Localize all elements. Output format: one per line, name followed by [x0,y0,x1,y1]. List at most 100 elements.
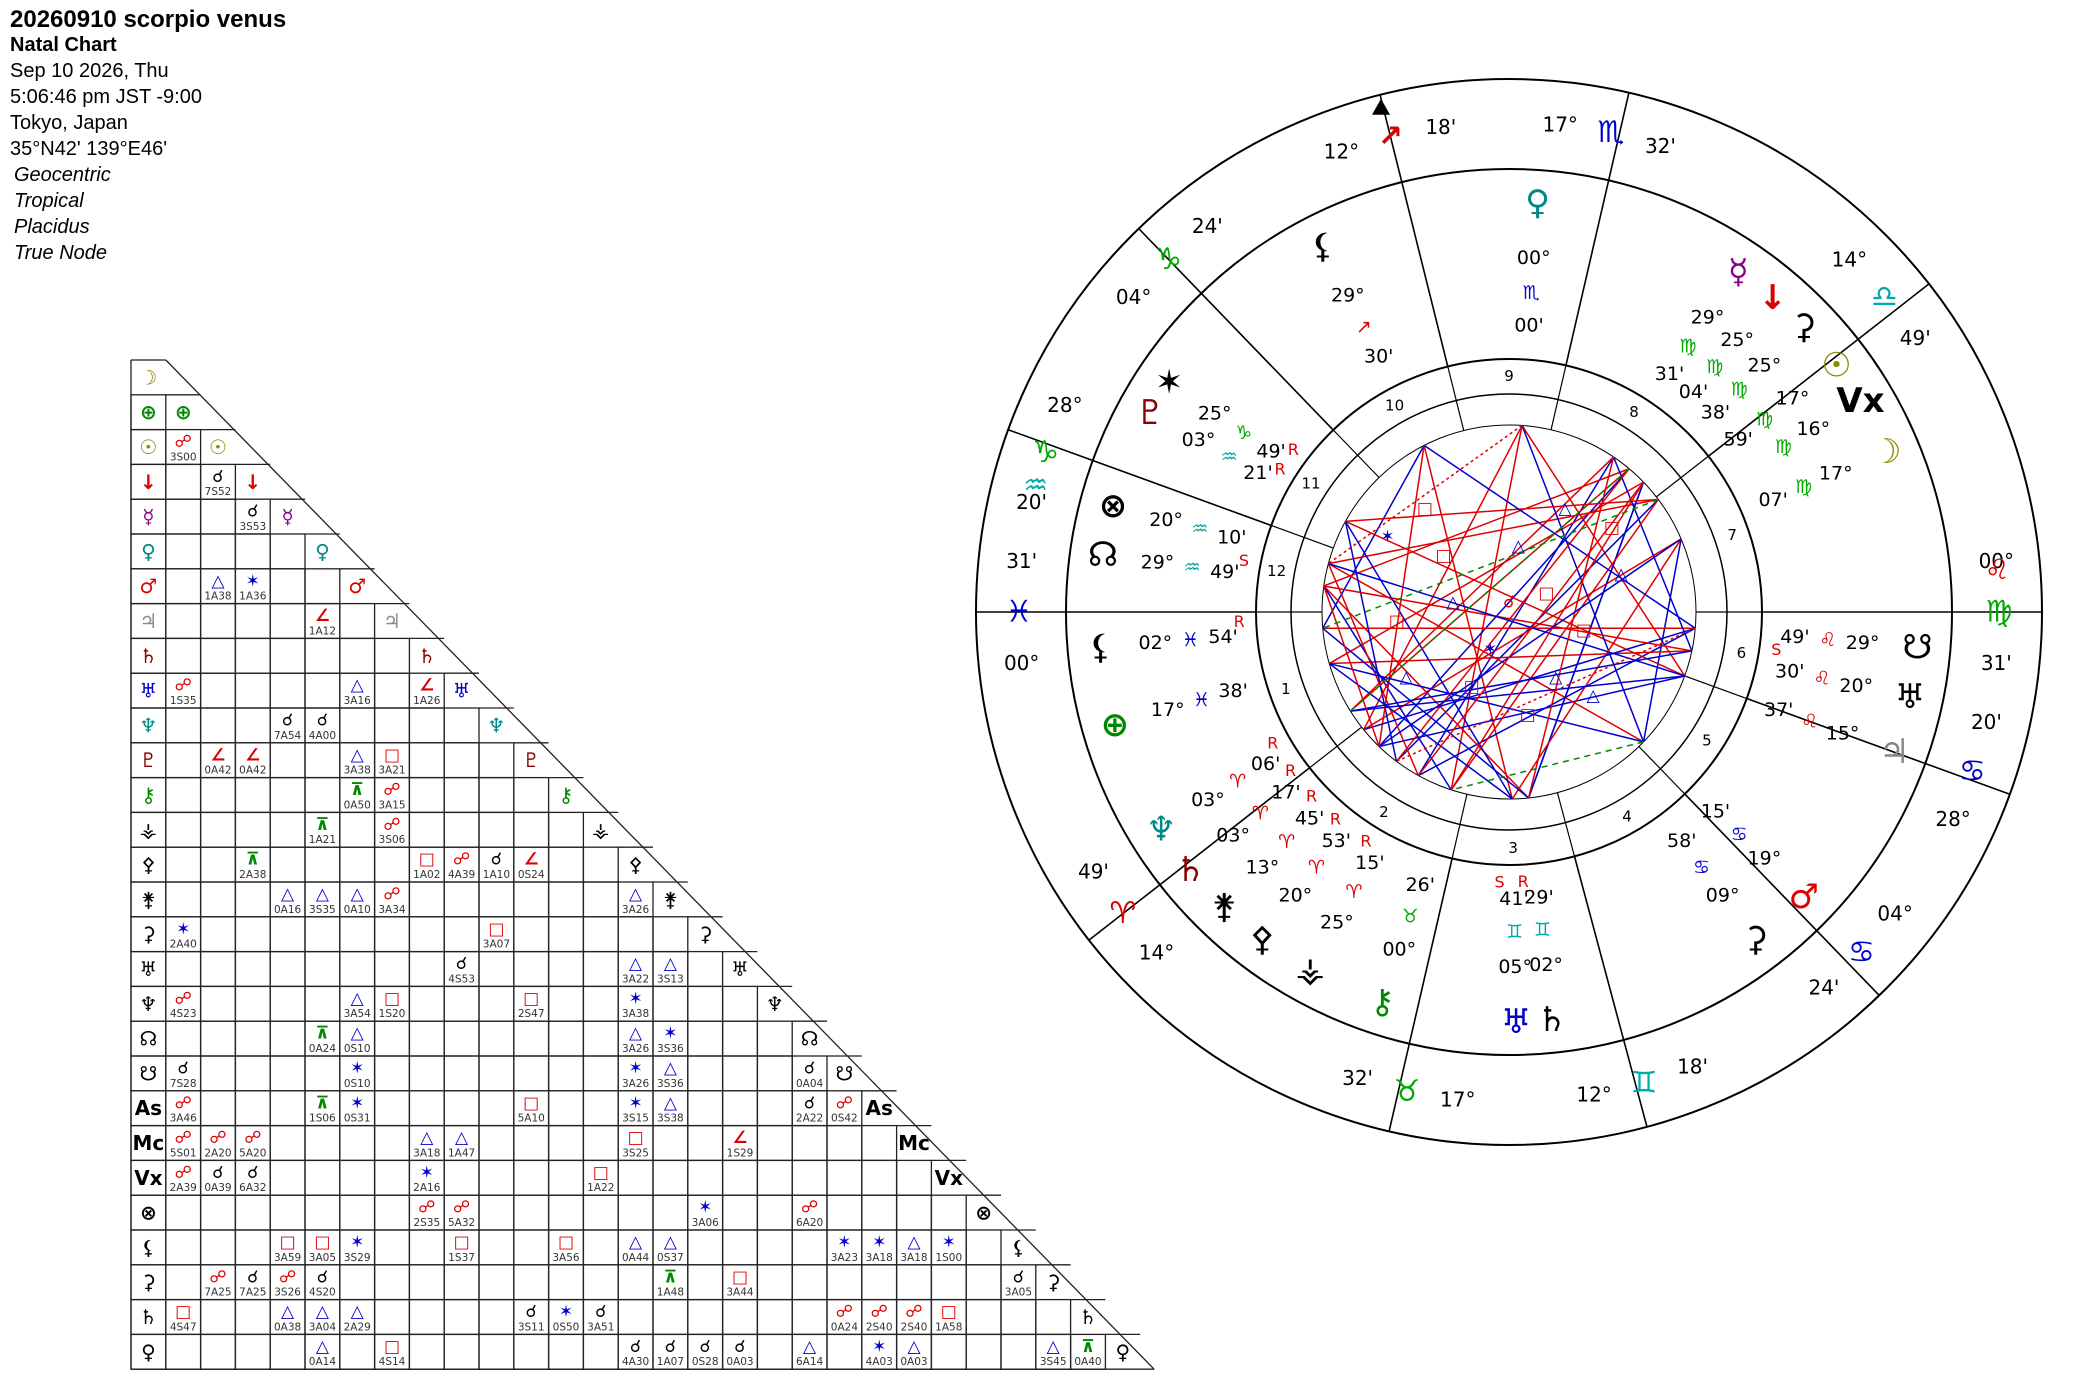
cusp-sign: ♋ [1848,935,1875,970]
house-cusp-inner [1451,794,1468,859]
grid-aspect-symbol: △ [907,1337,921,1357]
birth-date: Sep 10 2026, Thu [10,60,169,82]
grid-diagonal-glyph: ☋ [836,1061,854,1085]
planet-sign: ♍ [1756,408,1773,430]
grid-aspect-orb: 4S20 [309,1287,336,1299]
house-cusp-line [1088,767,1311,941]
grid-diagonal-glyph: As [866,1096,893,1120]
aspect-line [1322,498,1659,629]
planet-minute: 04' [1679,381,1708,403]
grid-aspect-symbol: △ [629,885,643,905]
planet-minute: 38' [1701,402,1730,424]
grid-diagonal-glyph: ⚳ [1046,1270,1061,1294]
grid-aspect-orb: 2S40 [866,1321,893,1333]
planet-degree: 09° [1706,885,1740,907]
grid-aspect-symbol: ∠ [732,1128,747,1148]
house-cusp-inner [1638,746,1686,795]
grid-diagonal-glyph: ♄ [418,644,436,668]
birth-time: 5:06:46 pm JST -9:00 [10,86,202,108]
grid-aspect-symbol: ✶ [176,919,190,939]
planet-degree: 02° [1139,632,1173,654]
cusp-minute: 24' [1192,214,1223,238]
grid-row-glyph: ⊕ [140,400,157,424]
aspect-line [1417,627,1696,777]
grid-aspect-orb: 3S38 [657,1113,684,1125]
planet-motion: R [1267,733,1278,752]
house-cusp-line [1746,697,2011,796]
grid-row-glyph: ♆ [139,713,157,737]
grid-aspect-symbol: ☍ [175,676,192,696]
grid-aspect-orb: 1S20 [379,1008,406,1020]
planet-minute: 00' [1514,315,1543,337]
planet-motion: R [1234,612,1245,631]
grid-aspect-orb: 1A47 [448,1147,475,1159]
planet-minute: 59' [1724,428,1753,450]
grid-aspect-symbol: ☍ [871,1302,888,1322]
grid-aspect-orb: 4S47 [170,1321,197,1333]
house-number: 1 [1281,680,1291,698]
planet-glyph: ⚷ [1370,982,1395,1022]
aspect-mark: △ [1559,499,1573,519]
grid-aspect-symbol: △ [664,954,678,974]
aspect-mark: □ [1464,677,1480,697]
grid-aspect-symbol: △ [351,1024,365,1044]
grid-aspect-symbol: ☍ [418,1198,435,1218]
house-number: 10 [1385,397,1404,415]
grid-aspect-orb: 3A54 [344,1008,372,1020]
grid-aspect-orb: 5S01 [170,1147,197,1159]
planet-sign: ↗ [1356,316,1372,338]
grid-aspect-symbol: ☌ [665,1337,676,1357]
grid-aspect-symbol: △ [664,1059,678,1079]
aspect-line [1323,585,1693,652]
intercepted-sign: ♌ [1985,553,2010,586]
grid-row-glyph: ♂ [139,574,157,598]
planet-glyph: ♅ [1895,677,1925,717]
cusp-sign: ♉ [1394,1074,1421,1109]
planet-minute: 10' [1217,527,1246,549]
grid-aspect-orb: 4A39 [448,869,475,881]
grid-aspect-orb: 3A26 [622,904,650,916]
aspect-line [1329,650,1692,665]
grid-aspect-symbol: □ [593,1163,609,1183]
planet-degree: 25° [1320,911,1354,933]
grid-aspect-orb: 4A00 [309,730,336,742]
grid-aspect-symbol: ☌ [247,1163,258,1183]
house-cusp-inner [1309,726,1363,769]
grid-aspect-orb: 3A44 [726,1287,754,1299]
grid-diagonal-glyph: ♀ [1115,1340,1130,1364]
house-cusp-inner [1684,675,1747,700]
grid-aspect-orb: 7S28 [170,1078,197,1090]
planet-minute: 21' [1243,462,1272,484]
planet-minute: 30' [1775,661,1804,683]
grid-row-glyph: ⚳ [141,1270,156,1294]
planet-sign: ♏ [1523,282,1540,304]
planet-glyph: ⊕ [1101,705,1130,745]
planet-glyph: Vx [1836,381,1884,421]
option-house-system: Placidus [14,216,90,238]
aspect-line [1395,498,1659,762]
grid-aspect-orb: 0A16 [274,904,302,916]
grid-row-glyph: ⚴ [141,853,156,877]
grid-aspect-orb: 3A51 [587,1321,614,1333]
aspect-line [1328,662,1513,800]
planet-degree: 17° [1819,462,1853,484]
grid-aspect-symbol: △ [803,1337,817,1357]
house-cusp-inner [1271,524,1334,549]
grid-aspect-symbol: ☍ [175,1163,192,1183]
cusp-degree: 18' [1677,1054,1708,1078]
aspect-line [1322,627,1530,799]
grid-aspect-orb: 1S35 [170,695,197,707]
grid-aspect-orb: 0A24 [831,1321,859,1333]
grid-row-glyph: ⚸ [141,1235,156,1259]
planet-sign: ♍ [1679,336,1696,358]
chart-header: 20260910 scorpio venus Natal Chart Sep 1… [10,6,286,266]
grid-aspect-orb: 4A03 [866,1356,893,1368]
grid-aspect-symbol: ✶ [246,571,260,591]
planet-degree: 29° [1846,632,1880,654]
planet-degree: 20° [1149,509,1183,531]
grid-row-glyph: ♆ [139,992,157,1016]
grid-aspect-orb: 3S36 [657,1043,684,1055]
aspect-line [1395,468,1630,762]
planet-glyph: ☊ [1088,535,1118,575]
grid-aspect-orb: 3A26 [622,1078,650,1090]
